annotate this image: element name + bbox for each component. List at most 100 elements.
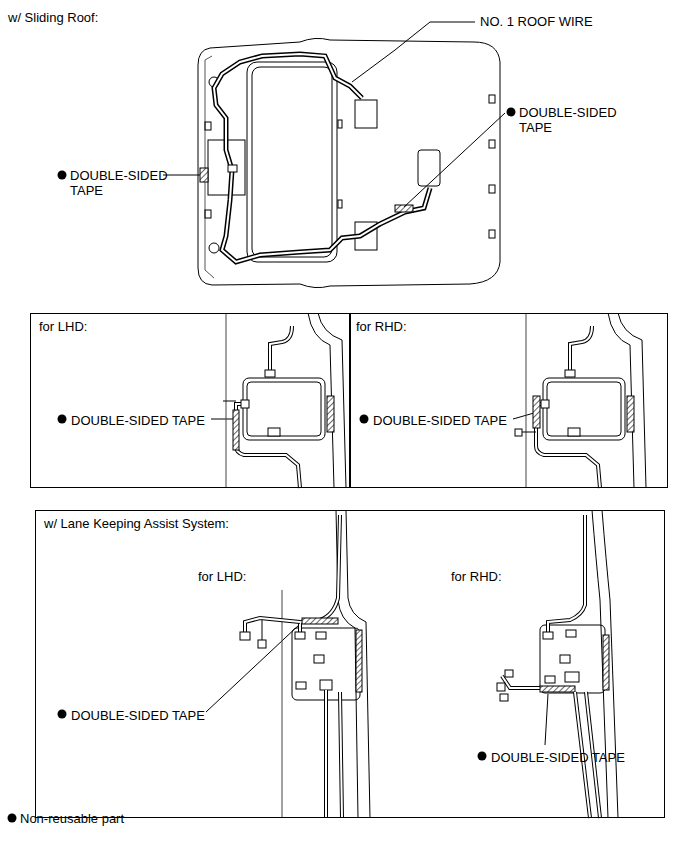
panel-heading: for LHD: (39, 319, 87, 334)
roof-headliner (247, 62, 337, 262)
leader-line (163, 175, 200, 176)
roof-wire (340, 692, 342, 818)
panel-drawing (543, 378, 625, 440)
roof-headliner (205, 122, 211, 130)
leader-line (404, 113, 505, 207)
leader-line (513, 413, 534, 419)
panel-drawing (295, 632, 305, 639)
panel-drawing (296, 682, 306, 689)
panel-drawing (300, 515, 340, 632)
panel-drawing (547, 382, 621, 436)
leader-line (545, 694, 548, 745)
roof-headliner (489, 230, 495, 238)
part-label: DOUBLE-SIDED TAPE (491, 750, 625, 765)
non-reusable-mark (58, 415, 67, 424)
panel-drawing (533, 396, 540, 428)
panel-drawing (543, 632, 553, 639)
panel-drawing (262, 620, 263, 640)
section-title: w/ Sliding Roof: (8, 10, 98, 25)
panel-drawing (318, 313, 346, 488)
panel-drawing (292, 628, 360, 700)
roof-wire (222, 170, 430, 262)
leader-line (211, 419, 234, 420)
panel-drawing (245, 618, 300, 632)
panel-drawing (545, 676, 555, 683)
non-reusable-mark (58, 710, 67, 719)
roof-headliner (198, 38, 500, 287)
panel-drawing (526, 313, 527, 488)
panel-drawing (502, 676, 545, 688)
part-label: NO. 1 ROOF WIRE (480, 14, 593, 29)
panel-drawing (265, 370, 275, 377)
panel-drawing (548, 515, 585, 632)
panel-drawing (240, 510, 370, 818)
panel-drawing (522, 432, 536, 433)
panel-drawing (566, 630, 576, 637)
leader-line (206, 624, 300, 712)
panel-drawing (282, 590, 283, 818)
panel-drawing (316, 632, 326, 639)
panel-drawing (247, 382, 321, 436)
roof-wire (570, 326, 592, 370)
non-reusable-mark (58, 171, 67, 180)
panel-drawing (223, 313, 346, 488)
panel-drawing (565, 370, 575, 377)
panel-drawing (258, 640, 266, 648)
roof-headliner (338, 200, 342, 208)
roof-headliner (489, 140, 495, 148)
illustration (58, 22, 647, 818)
panel-drawing (515, 429, 522, 436)
non-reusable-mark (360, 415, 369, 424)
panel-box: for LHD:DOUBLE-SIDED TAPE (30, 313, 350, 488)
part-label: DOUBLE-SIDED TAPE (373, 413, 507, 428)
roof-headliner (489, 95, 495, 103)
part-label: DOUBLE-SIDED TAPE (519, 105, 619, 135)
panel-drawing (540, 625, 605, 693)
roof-wire (200, 168, 208, 182)
panel-drawing (302, 618, 338, 624)
panel-drawing (541, 400, 549, 408)
panel-drawing (570, 326, 592, 370)
roof-wire (214, 54, 362, 170)
non-reusable-mark (478, 752, 487, 761)
leader-line (163, 22, 548, 745)
roof-wire (300, 515, 340, 632)
roof-wire (536, 404, 600, 488)
panel-heading: w/ Lane Keeping Assist System: (44, 516, 229, 531)
panel-drawing (327, 396, 334, 432)
panel-drawing (356, 630, 362, 692)
panel-drawing (536, 404, 600, 488)
panel-drawing (497, 683, 505, 691)
part-label: for LHD: (198, 569, 246, 584)
panel-drawing (340, 692, 342, 818)
roof-wire (270, 326, 292, 370)
panel-drawing (500, 694, 508, 701)
panel-heading: for RHD: (356, 319, 407, 334)
roof-headliner (209, 243, 219, 253)
panel-drawing (314, 655, 324, 663)
legend-text: Non-reusable part (20, 811, 124, 826)
panel-drawing (505, 670, 513, 677)
roof-wire (214, 54, 362, 170)
roof-wire (395, 205, 413, 212)
part-label: for RHD: (451, 569, 502, 584)
panel-drawing (497, 510, 618, 818)
roof-wire (200, 54, 430, 262)
panel-drawing (320, 680, 332, 690)
roof-wire (502, 676, 545, 688)
panel-drawing (236, 404, 300, 488)
roof-headliner (252, 67, 332, 257)
panel-drawing (240, 632, 250, 640)
roof-headliner (355, 100, 377, 128)
roof-headliner (338, 120, 342, 128)
part-label: DOUBLE-SIDED TAPE (71, 708, 205, 723)
non-reusable-mark (58, 108, 516, 761)
panel-drawing (346, 510, 370, 818)
roof-wire (228, 165, 237, 172)
non-reusable-mark (507, 108, 516, 117)
panel-drawing (515, 313, 646, 488)
roof-headliner (489, 185, 495, 193)
panel-drawing (540, 686, 575, 692)
panel-drawing (233, 410, 239, 450)
panel-drawing (603, 635, 609, 690)
